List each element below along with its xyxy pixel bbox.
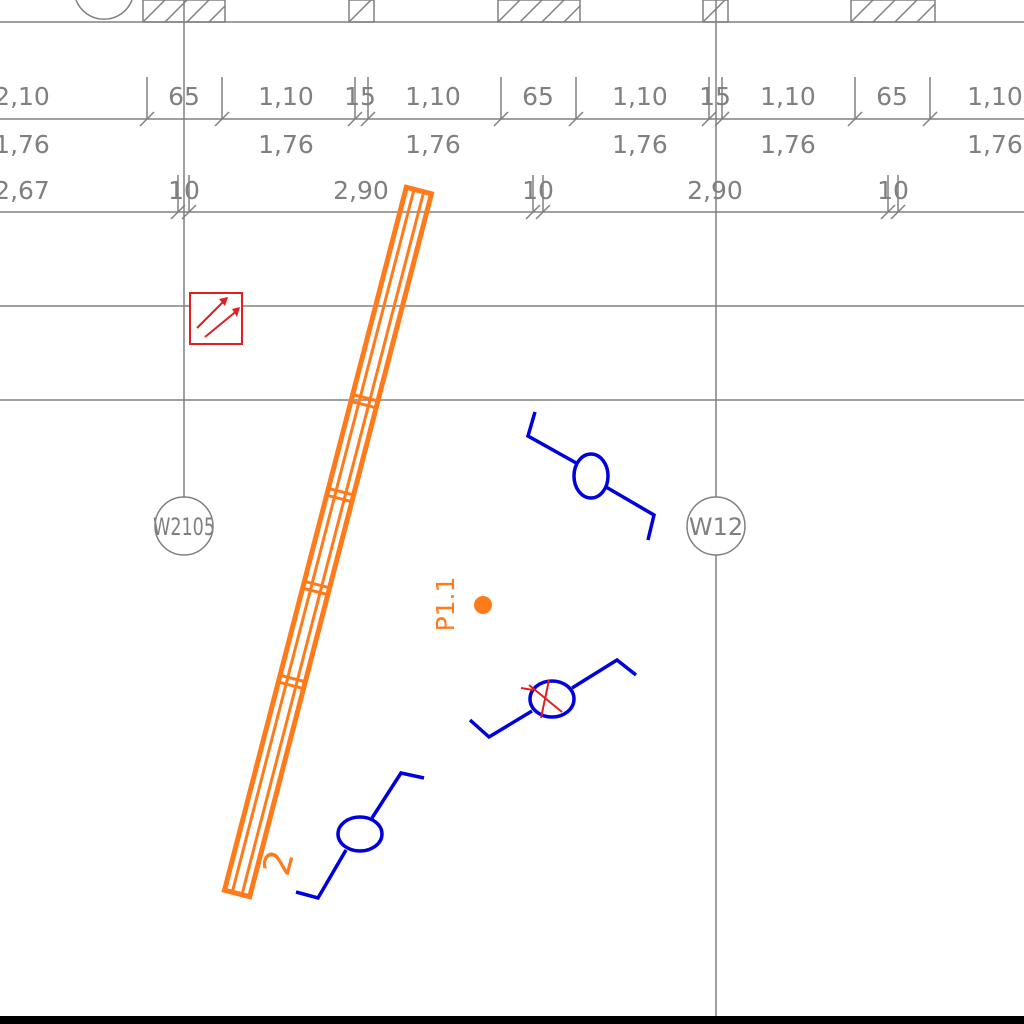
section-cut-mark-middle[interactable] (468, 657, 638, 740)
dim-row3-6: 10 (877, 176, 909, 205)
axis-label-right: W12 (689, 513, 743, 541)
section-cut-mark-bottom[interactable] (295, 771, 425, 901)
top-wall-fragments (75, 0, 936, 23)
axis-label-left: W2105 (153, 513, 215, 541)
axis-bubble-left[interactable]: W2105 (153, 496, 215, 556)
dimension-ticks-row1 (139, 77, 938, 127)
dim-row1-10: 65 (876, 82, 908, 111)
double-arrow-fixture-icon[interactable] (189, 292, 243, 345)
dim-row1-3: 1,10 (258, 82, 314, 111)
horizontal-lines (0, 21, 1024, 401)
axis-bubble-right[interactable]: W12 (686, 496, 746, 556)
dim-row2-2: 1,76 (258, 130, 314, 159)
dim-row1-9: 1,10 (760, 82, 816, 111)
dim-row1-5: 1,10 (405, 82, 461, 111)
dim-row2-1: 1,76 (0, 130, 50, 159)
dimension-texts-row3: 2,67 10 2,90 10 2,90 10 (0, 176, 909, 205)
dim-row3-3: 2,90 (333, 176, 389, 205)
dim-row1-7: 1,10 (612, 82, 668, 111)
dim-row1-2: 65 (168, 82, 200, 111)
dim-row2-4: 1,76 (612, 130, 668, 159)
bottom-bar (0, 1016, 1024, 1024)
dim-row3-4: 10 (522, 176, 554, 205)
dim-row2-5: 1,76 (760, 130, 816, 159)
dimension-ticks-row3 (170, 175, 906, 220)
beam-element[interactable] (221, 184, 435, 900)
fixture-cross-mark (520, 679, 563, 719)
dim-row3-2: 10 (168, 176, 200, 205)
dim-row1-6: 65 (522, 82, 554, 111)
point-label: P1.1 (431, 577, 460, 632)
dim-row1-8: 15 (699, 82, 731, 111)
dim-row2-6: 1,76 (967, 130, 1023, 159)
dim-row3-1: 2,67 (0, 176, 50, 205)
dim-row1-1: 2,10 (0, 82, 50, 111)
wall-fragment-5 (850, 0, 936, 23)
dimension-texts-row1: 2,10 65 1,10 15 1,10 65 1,10 15 1,10 65 … (0, 82, 1023, 111)
dim-row3-5: 2,90 (687, 176, 743, 205)
dimension-texts-row2: 1,76 1,76 1,76 1,76 1,76 1,76 (0, 130, 1023, 159)
axis-bubble-fragment (75, 0, 133, 20)
dim-row1-4: 15 (344, 82, 376, 111)
section-cut-mark-icon[interactable] (525, 411, 657, 541)
reference-point-icon[interactable] (474, 596, 492, 614)
dim-row1-11: 1,10 (967, 82, 1023, 111)
dim-row2-3: 1,76 (405, 130, 461, 159)
beam-number-label: 2 (254, 845, 303, 880)
